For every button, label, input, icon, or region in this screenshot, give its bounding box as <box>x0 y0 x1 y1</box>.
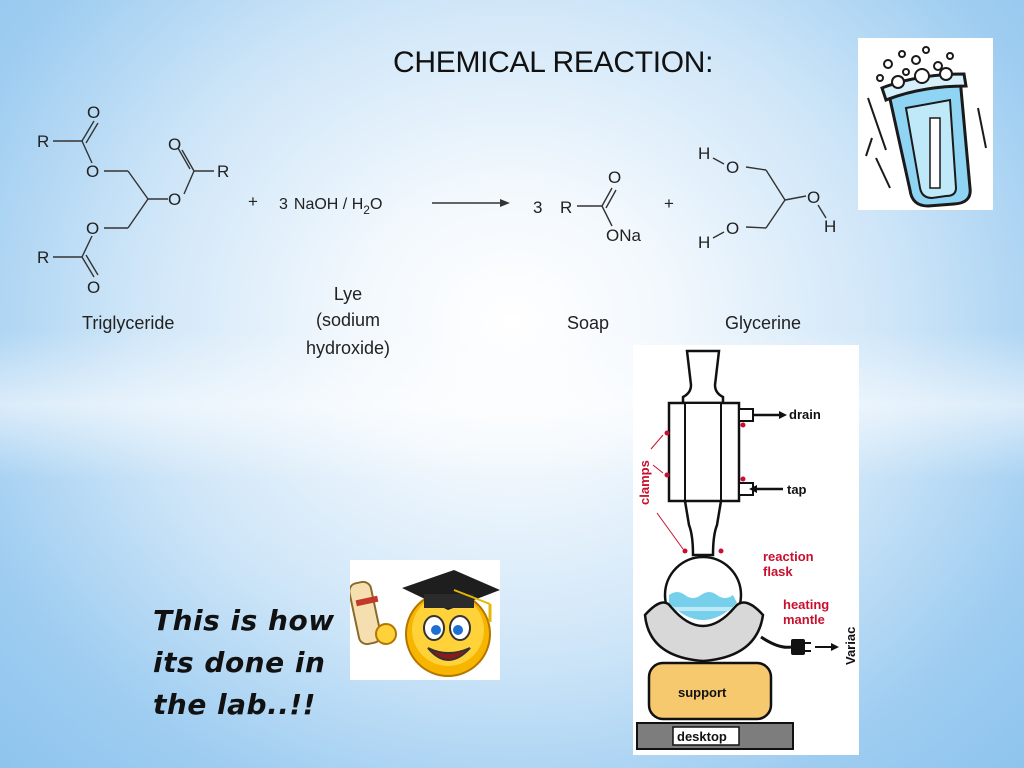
reagent-formula: 3 NaOH / H2O <box>279 196 382 217</box>
reagent-coefficient: 3 <box>279 196 288 213</box>
lab-apparatus-diagram: drain tap clamps reaction flask heating … <box>633 345 859 755</box>
product-coefficient: 3 <box>533 198 542 217</box>
label-lye-line3: hydroxide) <box>306 338 390 358</box>
atom-o-g1: O <box>726 158 739 177</box>
atom-r-soap: R <box>560 198 572 217</box>
atom-o-g3: O <box>726 219 739 238</box>
graduate-smiley-icon <box>348 560 500 680</box>
atom-h-2: H <box>824 217 836 236</box>
atom-r-2: R <box>217 162 229 181</box>
label-heating-line1: heating <box>783 597 829 612</box>
atom-o-3: O <box>168 135 181 154</box>
atom-h-3: H <box>698 233 710 252</box>
reagent-formula-suffix: O <box>370 196 382 213</box>
label-desktop: desktop <box>677 729 727 744</box>
atom-h-1: H <box>698 144 710 163</box>
atom-o-g2: O <box>807 188 820 207</box>
reagent-formula-prefix: NaOH / H <box>294 196 363 213</box>
label-support: support <box>678 685 727 700</box>
label-tap: tap <box>787 482 807 497</box>
atom-o-5: O <box>86 219 99 238</box>
atom-o-1: O <box>87 103 100 122</box>
atom-r-3: R <box>37 248 49 267</box>
label-heating-line2: mantle <box>783 612 825 627</box>
label-lye-line1: Lye <box>334 284 362 304</box>
test-tube-icon <box>858 38 993 210</box>
atom-o-2: O <box>86 162 99 181</box>
label-reaction-line1: reaction <box>763 549 814 564</box>
caption-line-1: This is how <box>153 604 335 637</box>
atom-o-6: O <box>87 278 100 297</box>
label-lye-line2: (sodium <box>316 310 380 330</box>
label-triglyceride: Triglyceride <box>82 313 174 333</box>
atom-ona: ONa <box>606 226 642 245</box>
caption-line-2: its done in <box>153 646 326 679</box>
label-drain: drain <box>789 407 821 422</box>
reagent-subscript: 2 <box>363 203 370 217</box>
label-glycerine: Glycerine <box>725 313 801 333</box>
atom-o-soap: O <box>608 168 621 187</box>
label-variac: Variac <box>843 627 858 665</box>
plus-sign-1: + <box>248 192 258 211</box>
label-reaction-line2: flask <box>763 564 793 579</box>
atom-o-4: O <box>168 190 181 209</box>
caption-line-3: the lab..!! <box>153 688 316 721</box>
atom-r-1: R <box>37 132 49 151</box>
slide-title: CHEMICAL REACTION: <box>393 46 714 79</box>
label-clamps: clamps <box>637 460 652 505</box>
caption-text: This is how its done in the lab..!! <box>153 600 353 726</box>
plus-sign-2: + <box>664 194 674 213</box>
label-soap: Soap <box>567 313 609 333</box>
